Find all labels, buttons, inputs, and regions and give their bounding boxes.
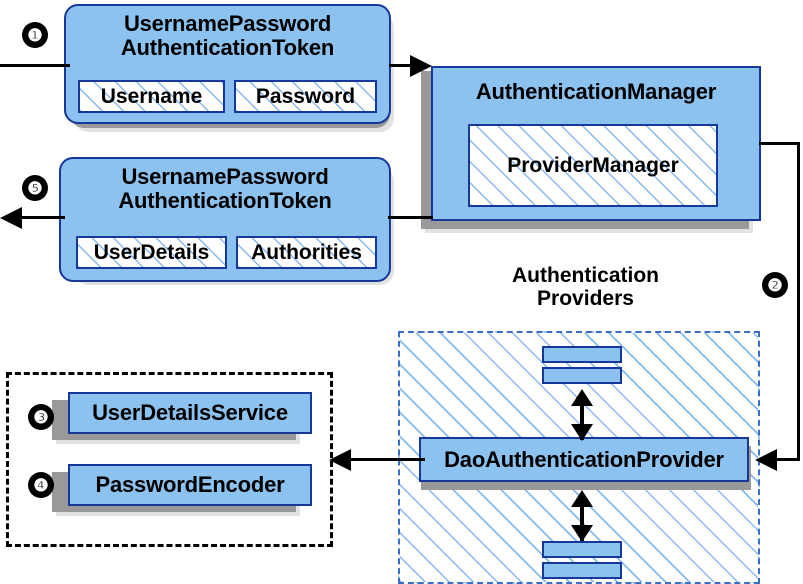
user-details-service-label: UserDetailsService <box>92 400 288 426</box>
step-marker-1: ❶ <box>22 22 48 48</box>
response-token-field-userdetails-label: UserDetails <box>93 240 210 264</box>
provider-link-top-shaft <box>580 395 584 440</box>
response-token-title-line1: UsernamePassword <box>121 164 329 189</box>
step-marker-2: ❷ <box>762 272 788 298</box>
manager-to-providers-arrowhead <box>755 449 777 471</box>
request-input-line <box>0 64 70 67</box>
response-token-field-authorities[interactable]: Authorities <box>236 236 377 269</box>
request-token-title-line2: AuthenticationToken <box>120 34 335 60</box>
request-to-manager-line <box>389 64 423 67</box>
provider-manager-box[interactable]: ProviderManager <box>468 124 718 207</box>
dao-authentication-provider-label: DaoAuthenticationProvider <box>444 446 724 472</box>
request-token-field-password-label: Password <box>255 84 356 108</box>
response-token-field-userdetails[interactable]: UserDetails <box>76 236 227 269</box>
response-token-field-authorities-label: Authorities <box>251 240 362 264</box>
request-token-title: UsernamePassword AuthenticationToken <box>120 11 335 60</box>
authentication-manager-title: AuthenticationManager <box>475 79 717 104</box>
request-to-manager-arrowhead <box>410 55 432 77</box>
dao-to-dependencies-line <box>345 458 425 461</box>
request-token-field-password[interactable]: Password <box>234 80 377 113</box>
collapsed-provider-bottom-2[interactable] <box>542 562 622 579</box>
password-encoder-label: PasswordEncoder <box>95 472 285 498</box>
dao-authentication-provider-box[interactable]: DaoAuthenticationProvider <box>419 437 749 482</box>
response-output-arrowhead <box>0 207 22 229</box>
provider-link-top-arrow-up <box>571 389 593 406</box>
collapsed-provider-top-2[interactable] <box>542 367 622 384</box>
authentication-providers-caption-line2: Providers <box>537 287 634 311</box>
request-token-field-username[interactable]: Username <box>78 80 225 113</box>
manager-to-response-line <box>388 216 433 219</box>
provider-link-bottom-shaft <box>580 496 584 541</box>
response-token-title: UsernamePassword AuthenticationToken <box>118 164 332 213</box>
collapsed-provider-bottom-1[interactable] <box>542 541 622 558</box>
manager-to-providers-line-top <box>759 142 800 145</box>
manager-to-providers-line-bottom <box>768 458 800 461</box>
step-marker-4: ❹ <box>28 472 54 498</box>
response-token-title-line2: AuthenticationToken <box>118 187 332 213</box>
request-token-field-username-label: Username <box>100 84 203 108</box>
user-details-service-box[interactable]: UserDetailsService <box>68 392 312 434</box>
step-marker-5: ❺ <box>22 175 48 201</box>
authentication-providers-caption-line1: Authentication <box>512 264 659 287</box>
step-marker-3: ❸ <box>28 404 54 430</box>
collapsed-provider-top-1[interactable] <box>542 346 622 363</box>
password-encoder-box[interactable]: PasswordEncoder <box>68 464 312 506</box>
dao-to-dependencies-arrowhead <box>329 449 351 471</box>
provider-link-bottom-arrow-down <box>571 525 593 542</box>
provider-manager-label: ProviderManager <box>507 153 679 177</box>
provider-link-top-arrow-down <box>571 424 593 441</box>
response-output-line <box>17 216 65 219</box>
manager-to-providers-line-vertical <box>797 142 800 460</box>
request-token-title-line1: UsernamePassword <box>123 11 332 36</box>
provider-link-bottom-arrow-up <box>571 490 593 507</box>
authentication-providers-caption: Authentication Providers <box>478 264 693 310</box>
